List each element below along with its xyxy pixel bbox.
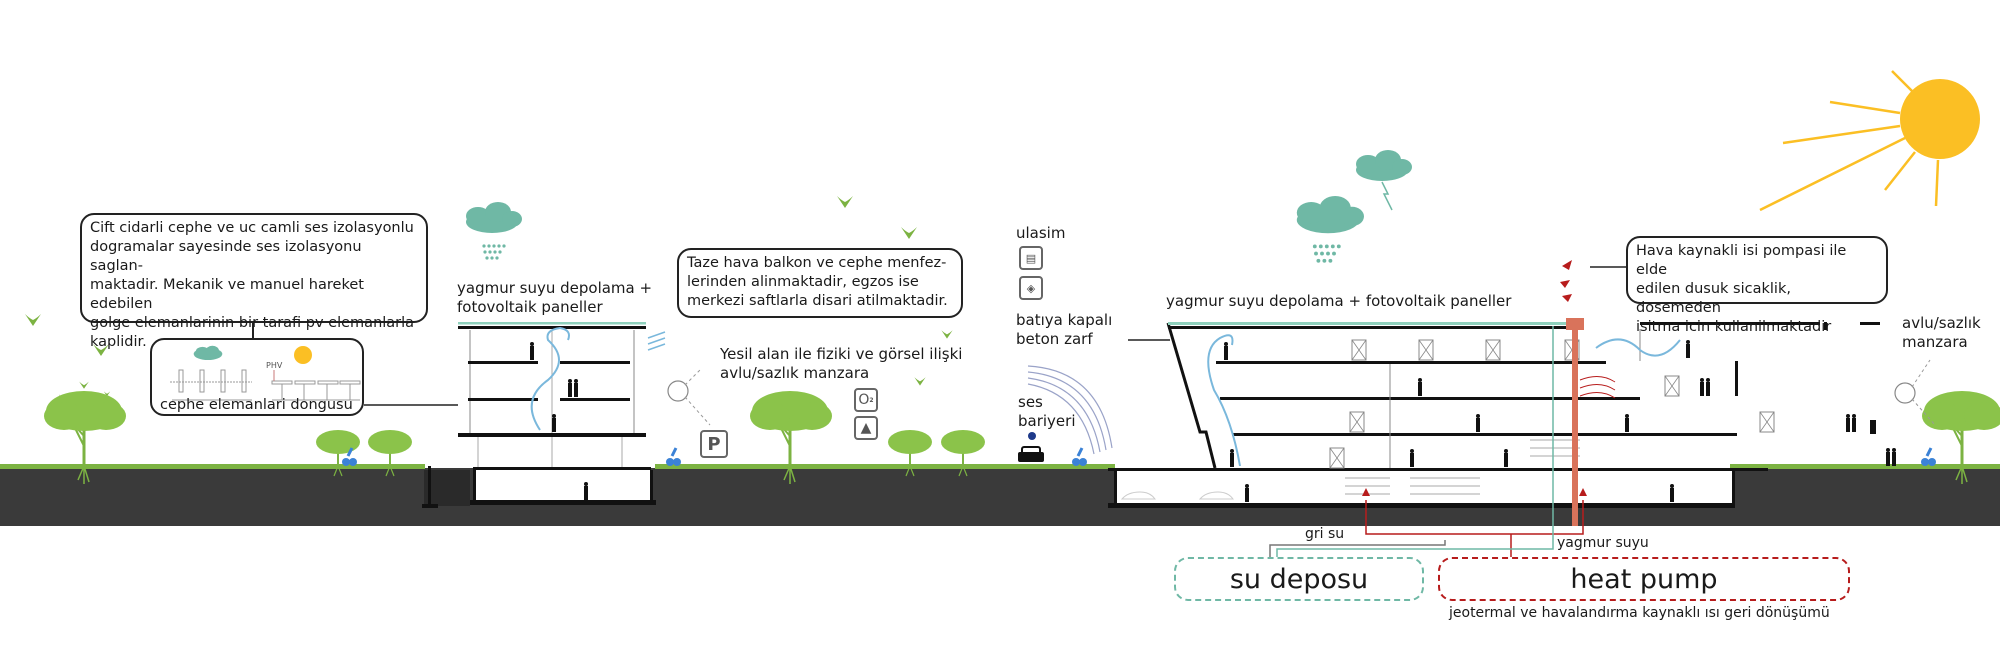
bird-icon — [25, 314, 41, 326]
storm-cloud-icon — [1356, 150, 1412, 211]
view-label: avlu/sazlık manzara — [1902, 314, 1981, 351]
facade-cycle-diagram — [170, 345, 361, 401]
car-icon — [1018, 446, 1044, 462]
heat-pump-tank: heat pump — [1438, 557, 1850, 601]
cyclist-icon — [1072, 447, 1087, 466]
grey-water-label: gri su — [1305, 526, 1345, 542]
taxi-icon: ◈ — [1019, 276, 1043, 300]
cyclist-icon — [1921, 447, 1936, 466]
rain-cloud-icon — [466, 202, 522, 260]
park-bench-icon: ▲ — [854, 416, 878, 440]
right-building-section — [1108, 318, 2000, 526]
green-relation-label: Yesil alan ile fiziki ve görsel ilişki a… — [720, 345, 963, 382]
rain-cloud-icon — [1296, 196, 1364, 263]
view-eye-icon — [667, 369, 711, 426]
water-tank: su deposu — [1174, 557, 1424, 601]
heat-pipes — [1365, 500, 1584, 557]
grass-line — [0, 464, 425, 469]
bike-parking-icon: P — [700, 430, 728, 458]
water-tank-label: su deposu — [1229, 563, 1369, 595]
envelope-label: batıya kapalı beton zarf — [1016, 311, 1113, 348]
cyclist-icon — [342, 447, 357, 466]
heat-pump-callout: Hava kaynakli isi pompasi ile elde edile… — [1626, 236, 1888, 335]
ventilation-callout: Taze hava balkon ve cephe menfez- lerind… — [677, 248, 963, 318]
right-roof-label: yagmur suyu depolama + fotovoltaik panel… — [1166, 292, 1512, 310]
rain-water-label: yagmur suyu — [1557, 535, 1649, 551]
heat-pump-label: heat pump — [1570, 563, 1718, 595]
noise-barrier-arcs — [1027, 365, 1113, 455]
facade-cycle-label: cephe elemanlari dongusu — [160, 397, 353, 413]
noise-source-dot — [1028, 432, 1036, 440]
heat-pump-caption: jeotermal ve havalandırma kaynaklı ısı g… — [1449, 605, 1830, 621]
left-building-section — [422, 322, 666, 508]
bird-icon — [901, 227, 917, 239]
cyclist-icon — [666, 447, 681, 466]
facade-callout: Cift cidarli cephe ve uc camli ses izola… — [80, 213, 428, 350]
sun-icon — [1759, 70, 1980, 212]
water-pipes — [1269, 526, 1554, 557]
noise-barrier-label: ses bariyeri — [1018, 393, 1076, 430]
phv-label: PHV — [266, 361, 283, 370]
sun-icon — [294, 346, 312, 364]
left-roof-label: yagmur suyu depolama + fotovoltaik panel… — [457, 279, 653, 316]
transport-label: ulasim — [1016, 224, 1066, 242]
facade-cycle-box: PHV cephe elemanlari dongusu — [150, 338, 364, 416]
bird-icon — [837, 196, 853, 208]
bus-icon: ▤ — [1019, 246, 1043, 270]
view-eye-icon — [1894, 359, 1936, 426]
